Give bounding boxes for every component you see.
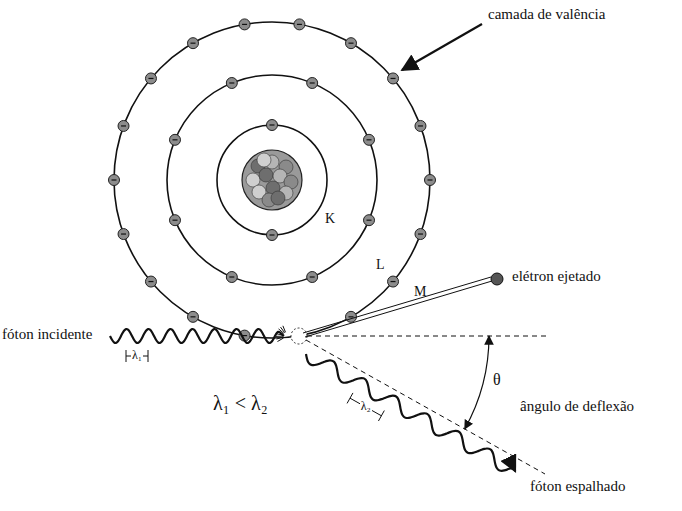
particle-label: elétron ejetado	[512, 268, 601, 285]
electron	[109, 175, 120, 186]
shell-letter: K	[325, 211, 335, 227]
wavelength-relation: λ₁ < λ₂	[213, 392, 268, 415]
electron	[188, 311, 199, 322]
photon-waves	[110, 329, 515, 471]
pointer-arrow	[402, 24, 482, 70]
shell-l	[167, 75, 377, 285]
electron	[364, 215, 375, 226]
electron	[188, 38, 199, 49]
nucleon	[271, 191, 285, 205]
electron	[294, 19, 305, 30]
electron	[415, 229, 426, 240]
electron	[267, 230, 278, 241]
electron	[118, 229, 129, 240]
electron	[226, 272, 237, 283]
ejected-electron-track	[303, 277, 492, 337]
electron	[388, 276, 399, 287]
electron	[145, 73, 156, 84]
shell-caption: camada de valência	[488, 6, 605, 23]
particle-label: fóton espalhado	[530, 478, 625, 495]
wavelength-symbol: λ₁	[131, 349, 143, 363]
angle-symbol: θ	[493, 371, 501, 389]
scatter-direction-line	[306, 340, 545, 474]
angle-label: ângulo de deflexão	[520, 398, 634, 415]
nucleus	[242, 150, 302, 210]
particle-label: fóton incidente	[2, 326, 92, 343]
incident-wave	[110, 329, 284, 343]
nucleon	[259, 168, 273, 182]
angle-arc	[465, 336, 489, 429]
nucleon	[257, 153, 271, 167]
electron	[364, 134, 375, 145]
electron	[307, 272, 318, 283]
shell-letter: M	[414, 284, 426, 300]
shell-m	[114, 22, 430, 338]
electron	[145, 276, 156, 287]
electron	[239, 19, 250, 30]
electron	[307, 77, 318, 88]
electron-shells	[114, 22, 430, 338]
electron	[415, 120, 426, 131]
electron	[346, 311, 357, 322]
ejected-electron	[491, 273, 503, 285]
electron	[346, 38, 357, 49]
shell-k	[217, 125, 327, 235]
electron	[118, 120, 129, 131]
scattered-wave	[306, 354, 515, 471]
wavelength-marks	[126, 350, 384, 421]
wavelength-symbol: λ₂	[360, 400, 372, 414]
interaction-spot	[291, 328, 307, 344]
electron	[388, 73, 399, 84]
electron	[169, 215, 180, 226]
electron	[226, 77, 237, 88]
electron	[267, 120, 278, 131]
electrons	[109, 19, 436, 341]
reference-line	[307, 336, 548, 337]
electron	[425, 175, 436, 186]
electron	[169, 134, 180, 145]
shell-letter: L	[376, 257, 385, 273]
